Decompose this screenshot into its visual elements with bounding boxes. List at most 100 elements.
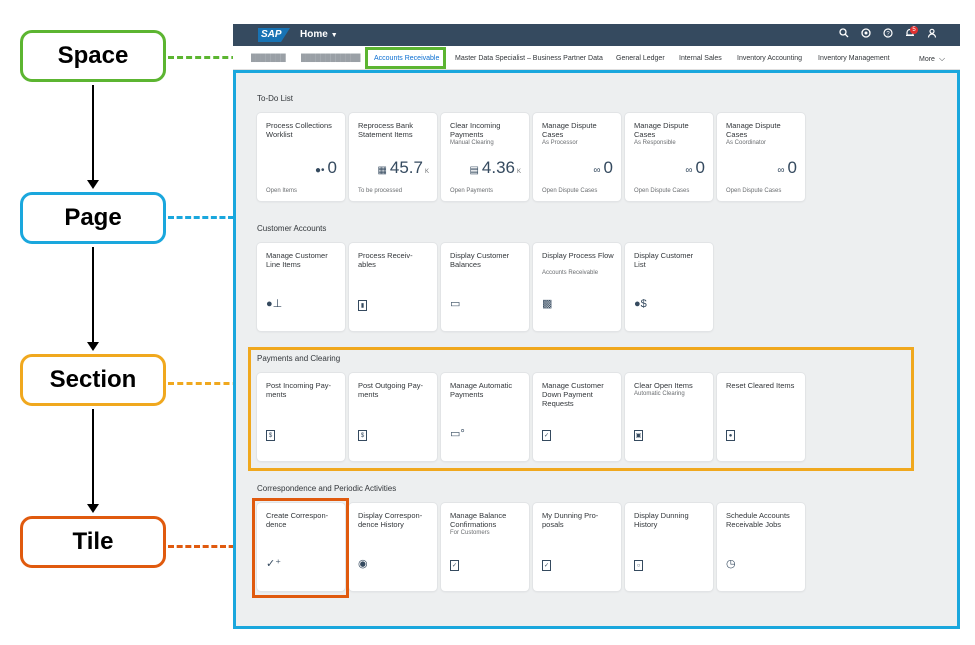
- confirmation-icon: ✓: [450, 557, 464, 571]
- tab-more[interactable]: More⌵: [919, 48, 945, 69]
- tile-title: Process Collections Worklist: [266, 121, 332, 139]
- search-icon[interactable]: [837, 28, 851, 42]
- tile-title: Post Incoming Pay-ments: [266, 381, 332, 399]
- tile-display-customer-list[interactable]: Display Customer List ●$: [625, 243, 713, 331]
- tile-title: Manage Customer Down Payment Requests: [542, 381, 604, 408]
- tile-process-receivables[interactable]: Process Receiv-ables ▮: [349, 243, 437, 331]
- tile-clear-open-items[interactable]: Clear Open Items Automatic Clearing ▣: [625, 373, 713, 461]
- tile-footer: Open Payments: [450, 188, 494, 194]
- down-payment-icon: ✓: [542, 427, 556, 441]
- tile-subtitle: For Customers: [450, 530, 490, 536]
- dunning-icon: ✓: [542, 557, 556, 571]
- copilot-icon[interactable]: [859, 28, 873, 42]
- dispute-icon: ∞: [593, 165, 601, 176]
- tile-subtitle: Automatic Clearing: [634, 391, 685, 397]
- tile-title: Clear Incoming Payments: [450, 121, 501, 139]
- tile-my-dunning-proposals[interactable]: My Dunning Pro-posals ✓: [533, 503, 621, 591]
- tab-master-data[interactable]: Master Data Specialist – Business Partne…: [455, 55, 603, 62]
- tile-footer: Open Items: [266, 188, 298, 194]
- tile-title: Display Customer List: [634, 251, 694, 269]
- tile-title: Post Outgoing Pay-ments: [358, 381, 424, 399]
- tile-display-dunning-history[interactable]: Display Dunning History ○: [625, 503, 713, 591]
- tile-connector: [168, 545, 252, 548]
- tile-create-correspondence[interactable]: Create Correspon-dence ✓⁺: [257, 503, 345, 591]
- schedule-icon: ◷: [726, 558, 736, 570]
- reset-icon: ●: [726, 427, 740, 441]
- tab-inventory-accounting[interactable]: Inventory Accounting: [737, 55, 802, 62]
- tab-hidden-2[interactable]: ████████████: [301, 55, 361, 62]
- help-icon[interactable]: ?: [881, 28, 895, 42]
- dispute-icon: ∞: [685, 165, 693, 176]
- sap-logo[interactable]: SAP: [258, 28, 290, 42]
- tile-manage-customer-line-items[interactable]: Manage Customer Line Items ●⊥: [257, 243, 345, 331]
- more-label: More: [919, 56, 935, 63]
- kpi-value: 0: [603, 158, 613, 177]
- chevron-down-icon: ⌵: [938, 54, 946, 63]
- kpi-value: 0: [695, 158, 705, 177]
- kpi-value: 0: [327, 158, 337, 177]
- tile-manage-dispute-cases-coordinator[interactable]: Manage Dispute Cases As Coordinator ∞0 O…: [717, 113, 805, 201]
- tile-title: Manage Customer Line Items: [266, 251, 328, 269]
- payment-icon: ▤: [469, 165, 479, 176]
- tile-title: Manage Dispute Cases: [726, 121, 781, 139]
- tile-manage-automatic-payments[interactable]: Manage Automatic Payments ▭°: [441, 373, 529, 461]
- page-canvas: To-Do List Process Collections Worklist …: [235, 71, 958, 626]
- balance-icon: ▭: [450, 298, 461, 310]
- tile-title: Manage Balance Confirmations: [450, 511, 507, 529]
- svg-text:?: ?: [886, 32, 890, 38]
- tile-title: Display Correspon-dence History: [358, 511, 423, 529]
- tile-display-process-flow[interactable]: Display Process Flow Accounts Receivable…: [533, 243, 621, 331]
- section-title-customer-accounts: Customer Accounts: [257, 224, 327, 233]
- tab-general-ledger[interactable]: General Ledger: [616, 55, 665, 62]
- section-connector: [168, 382, 248, 385]
- tile-subtitle: Manual Clearing: [450, 140, 494, 146]
- caret-down-icon: ▼: [330, 32, 338, 39]
- tile-manage-dispute-cases-responsible[interactable]: Manage Dispute Cases As Responsible ∞0 O…: [625, 113, 713, 201]
- legend-section: Section: [20, 354, 166, 406]
- tile-post-outgoing-payments[interactable]: Post Outgoing Pay-ments $: [349, 373, 437, 461]
- section-title-correspondence: Correspondence and Periodic Activities: [257, 484, 397, 493]
- tile-manage-balance-confirmations[interactable]: Manage Balance Confirmations For Custome…: [441, 503, 529, 591]
- tile-title: Reprocess Bank Statement Items: [358, 121, 414, 139]
- tile-title: Manage Automatic Payments: [450, 381, 513, 399]
- tile-reset-cleared-items[interactable]: Reset Cleared Items ●: [717, 373, 805, 461]
- tab-hidden-1[interactable]: ███████: [251, 55, 286, 62]
- tile-post-incoming-payments[interactable]: Post Incoming Pay-ments $: [257, 373, 345, 461]
- user-icon[interactable]: [925, 28, 939, 42]
- tile-display-correspondence-history[interactable]: Display Correspon-dence History ◉: [349, 503, 437, 591]
- tile-title: Create Correspon-dence: [266, 511, 329, 529]
- customer-list-icon: ●$: [634, 298, 647, 310]
- tile-title: Display Process Flow: [542, 251, 614, 260]
- page-connector: [168, 216, 234, 219]
- tile-footer: Open Dispute Cases: [542, 188, 598, 194]
- kpi: ●•0: [315, 158, 337, 178]
- tile-title: Reset Cleared Items: [726, 381, 795, 390]
- tile-manage-dispute-cases-processor[interactable]: Manage Dispute Cases As Processor ∞0 Ope…: [533, 113, 621, 201]
- tab-inventory-management[interactable]: Inventory Management: [818, 55, 890, 62]
- tile-title: Display Dunning History: [634, 511, 689, 529]
- tile-footer: Open Dispute Cases: [634, 188, 690, 194]
- kpi-scale: K: [516, 169, 521, 175]
- tile-schedule-accounts-receivable-jobs[interactable]: Schedule Accounts Receivable Jobs ◷: [717, 503, 805, 591]
- legend-tile: Tile: [20, 516, 166, 568]
- space-tab-bar: ███████ ████████████ Accounts Receivable…: [233, 48, 960, 70]
- home-menu[interactable]: Home▼: [300, 28, 338, 43]
- page-highlight-frame: [233, 70, 960, 629]
- tile-process-collections-worklist[interactable]: Process Collections Worklist ●•0 Open It…: [257, 113, 345, 201]
- tile-subtitle: As Coordinator: [726, 140, 767, 146]
- tile-title: Manage Dispute Cases: [634, 121, 689, 139]
- tile-display-customer-balances[interactable]: Display Customer Balances ▭: [441, 243, 529, 331]
- hierarchy-arrow: [87, 409, 99, 513]
- auto-payment-icon: ▭°: [450, 428, 465, 440]
- kpi-value: 45.7: [389, 158, 423, 177]
- dollar-doc-icon: $: [358, 427, 372, 441]
- tile-subtitle: As Responsible: [634, 140, 676, 146]
- kpi: ∞0: [685, 158, 705, 178]
- tile-clear-incoming-payments[interactable]: Clear Incoming Payments Manual Clearing …: [441, 113, 529, 201]
- tab-internal-sales[interactable]: Internal Sales: [679, 55, 722, 62]
- dollar-doc-icon: $: [266, 427, 280, 441]
- tile-title: Clear Open Items: [634, 381, 693, 390]
- tile-manage-customer-down-payment-requests[interactable]: Manage Customer Down Payment Requests ✓: [533, 373, 621, 461]
